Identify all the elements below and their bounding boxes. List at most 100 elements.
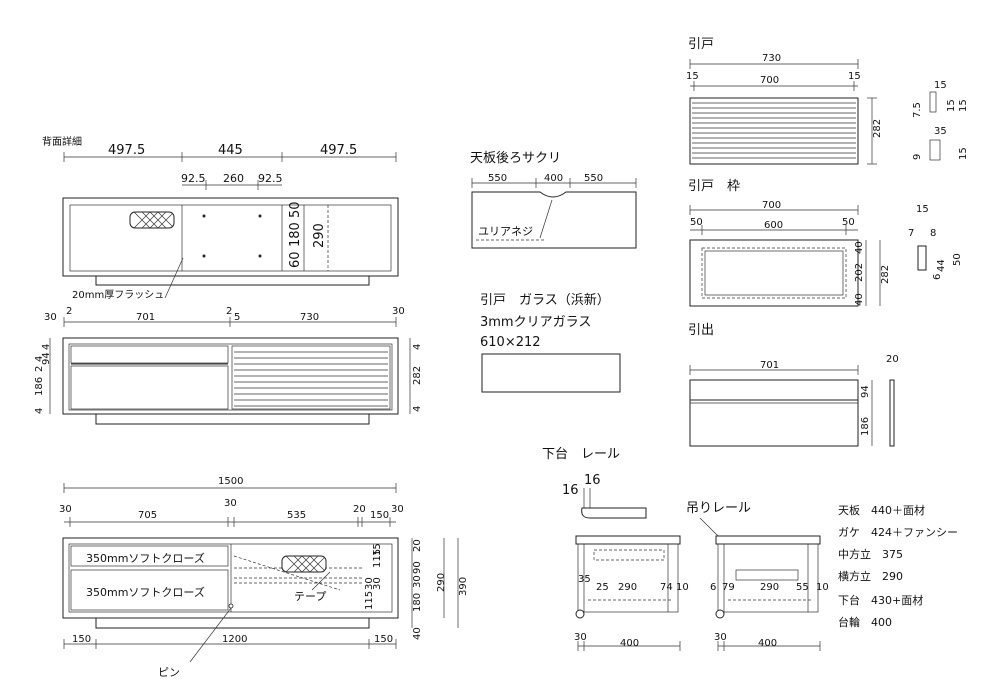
sliding-door: 引戸 730 15 700 15 282 7.5 15 15 15 9 35 — [686, 37, 969, 165]
front-left-dim-6: 4 — [34, 408, 45, 414]
part-2: ガケ 424＋ファンシー — [838, 526, 958, 539]
plan-inner-dim-5: 15 — [372, 543, 383, 556]
top-notch: 天板後ろサクリ 550 400 550 ユリアネジ — [470, 151, 637, 249]
part-6: 台輪 400 — [838, 615, 892, 629]
plan-bottom-dim-2: 1200 — [222, 634, 247, 645]
back-dim-3: 497.5 — [320, 143, 357, 158]
rail-title: 下台 レール — [542, 447, 620, 462]
lsec-dim-2: 25 — [596, 582, 609, 593]
door-frame: 引戸 枠 700 50 600 50 40 202 40 282 15 7 8 … — [688, 179, 963, 307]
back-dim-1: 497.5 — [108, 143, 145, 158]
df-detail-5: 6 — [932, 274, 943, 280]
back-right-dim-2: 180 — [288, 222, 303, 247]
back-cabinet-outline — [62, 197, 399, 277]
front-dim-3: 701 — [136, 312, 155, 323]
front-left-dim-5: 186 — [34, 377, 45, 396]
plan-inner-dim-4: 115 — [372, 549, 383, 568]
sd-detail-4: 15 — [958, 99, 969, 112]
front-dim-5: 5 — [234, 312, 240, 323]
part-5: 下台 430+面材 — [838, 593, 923, 607]
sliding-door-title: 引戸 — [688, 37, 714, 52]
sd-detail-7: 15 — [958, 147, 969, 160]
df-dim-8: 282 — [880, 265, 891, 284]
plan-top-dim-4: 535 — [287, 510, 306, 521]
front-view: 30 2 701 2 5 730 30 4 4 94 2 186 4 4 282… — [34, 306, 423, 425]
front-right-dim-2: 282 — [412, 366, 423, 385]
glass-spec: 引戸 ガラス（浜新） 3mmクリアガラス 610×212 — [480, 292, 621, 393]
rsec-dim-2: 79 — [722, 582, 735, 593]
door-frame-outline — [689, 239, 859, 307]
front-glass-slats — [234, 351, 388, 407]
door-frame-title: 引戸 枠 — [688, 179, 740, 194]
glass-size: 610×212 — [480, 335, 541, 350]
plan-inner-dim-2: 30 — [372, 577, 383, 590]
plan-top-dim-5: 20 — [353, 504, 366, 515]
front-left-dim-1: 4 — [41, 344, 52, 350]
df-dim-7: 40 — [854, 293, 865, 306]
rail-dim-2: 16 — [584, 473, 601, 488]
part-3: 中方立 375 — [838, 547, 903, 561]
back-sub-dim-3: 92.5 — [258, 172, 283, 185]
lsec-dim-5: 10 — [676, 582, 689, 593]
back-sub-dim-1: 92.5 — [181, 172, 206, 185]
notch-dim-2: 400 — [544, 173, 563, 184]
dr-dim-4: 186 — [860, 417, 871, 436]
sd-detail-3: 15 — [946, 99, 957, 112]
df-detail-1: 15 — [916, 204, 929, 215]
plan-top-dim-2: 705 — [138, 510, 157, 521]
front-dim-6: 730 — [300, 312, 319, 323]
glass-spec-text: 3mmクリアガラス — [480, 315, 591, 330]
plan-right-dim-4: 180 — [412, 593, 423, 612]
flush-label: 20mm厚フラッシュ — [72, 289, 164, 301]
front-dim-1: 30 — [44, 312, 57, 323]
df-dim-1: 700 — [762, 200, 781, 211]
notch-dim-3: 550 — [584, 173, 603, 184]
plan-bottom-dim-3: 150 — [374, 634, 393, 645]
lsec-dim-6: 30 — [574, 632, 587, 643]
plan-right-dim-3: 30 — [412, 575, 423, 588]
drawer: 引出 701 20 94 186 — [688, 323, 899, 447]
df-detail-6: 50 — [952, 253, 963, 266]
hang-rail-label: 吊りレール — [686, 501, 751, 516]
front-right-dim-3: 4 — [412, 406, 423, 412]
tape-label: テープ — [294, 590, 326, 603]
plan-top-dim-6: 150 — [370, 510, 389, 521]
df-dim-4: 50 — [842, 217, 855, 228]
plan-right-dim-2: 90 — [412, 561, 423, 574]
plan-view: 1500 30 705 30 535 20 150 30 350mmソフトクロー… — [59, 476, 469, 679]
drawer-front — [689, 379, 859, 447]
plan-top-dim-1: 30 — [59, 504, 72, 515]
rsec-dim-5: 10 — [816, 582, 829, 593]
sd-detail-5: 9 — [912, 154, 923, 160]
sd-dim-4: 15 — [848, 71, 861, 82]
plan-drawer-label-1: 350mmソフトクローズ — [86, 551, 205, 565]
sd-dim-1: 730 — [762, 53, 781, 64]
sd-dim-3: 700 — [760, 75, 779, 86]
sd-detail-1: 7.5 — [912, 102, 923, 118]
rsec-dim-6: 30 — [714, 632, 727, 643]
rsec-dim-7: 400 — [758, 638, 777, 649]
parts-list: 天板 440＋面材 ガケ 424＋ファンシー 中方立 375 横方立 290 下… — [838, 503, 958, 629]
plan-cable-hole-icon — [281, 555, 327, 573]
back-sub-dim-2: 260 — [223, 172, 244, 185]
part-4: 横方立 290 — [838, 569, 903, 583]
dr-dim-2: 20 — [886, 354, 899, 365]
part-1: 天板 440＋面材 — [838, 503, 925, 517]
sd-detail-6: 35 — [934, 126, 947, 137]
plan-top-dim-3: 30 — [224, 498, 237, 509]
back-dim-2: 445 — [218, 143, 243, 158]
back-detail-title: 背面詳細 — [42, 135, 82, 148]
dr-dim-3: 94 — [860, 385, 871, 398]
df-detail-2: 7 — [908, 228, 914, 239]
df-dim-5: 40 — [854, 241, 865, 254]
dr-dim-1: 701 — [760, 360, 779, 371]
rsec-dim-3: 290 — [760, 582, 779, 593]
back-right-dim-4: 290 — [312, 223, 327, 248]
sliding-door-slats — [692, 102, 856, 159]
urea-screw-label: ユリアネジ — [478, 225, 533, 238]
glass-title: 引戸 ガラス（浜新） — [480, 292, 610, 308]
front-left-dim-4: 2 — [34, 366, 45, 372]
back-detail: 背面詳細 497.5 445 497.5 92.5 260 92.5 50 18… — [42, 135, 399, 301]
rail-profile — [581, 507, 647, 519]
